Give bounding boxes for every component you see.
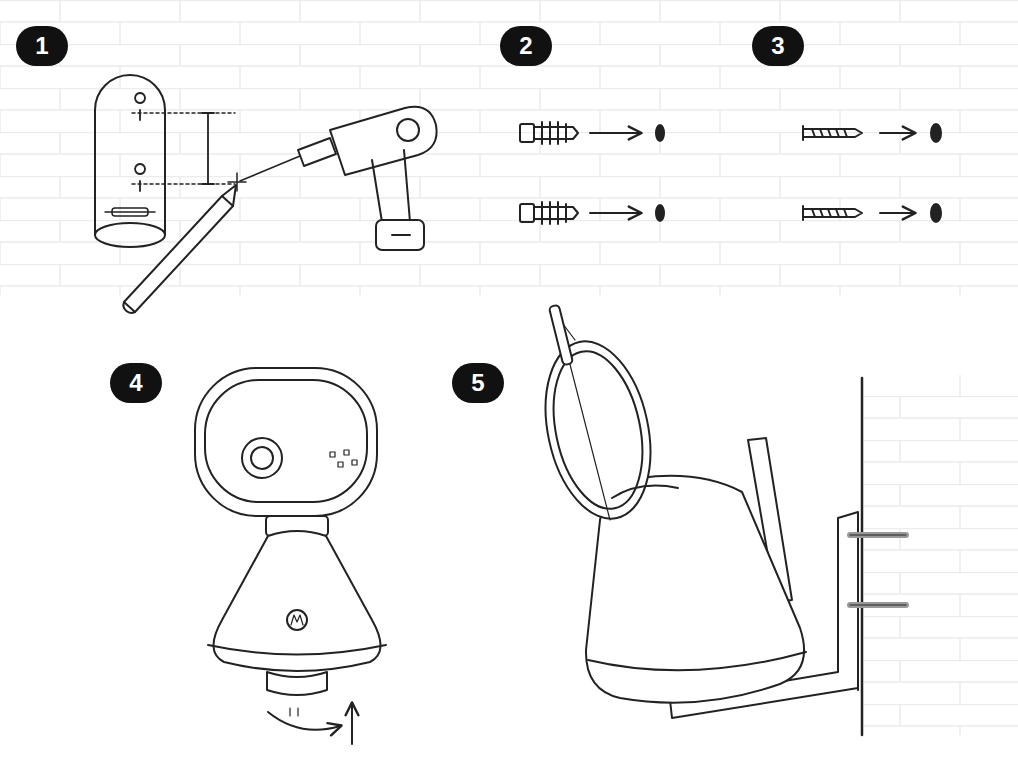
bracket-template bbox=[95, 75, 246, 247]
camera-on-wall-mount bbox=[530, 305, 906, 735]
step-number: 3 bbox=[752, 26, 804, 66]
brick-wall bbox=[0, 0, 1018, 295]
camera-front bbox=[195, 368, 386, 744]
step-number: 4 bbox=[110, 363, 162, 403]
wall-plug bbox=[520, 122, 664, 224]
step-number: 2 bbox=[500, 26, 552, 66]
screw bbox=[803, 124, 941, 222]
drill bbox=[240, 107, 437, 250]
brick-wall bbox=[864, 375, 1018, 735]
step-number: 1 bbox=[16, 26, 68, 66]
step-number: 5 bbox=[452, 363, 504, 403]
pencil bbox=[123, 185, 236, 313]
